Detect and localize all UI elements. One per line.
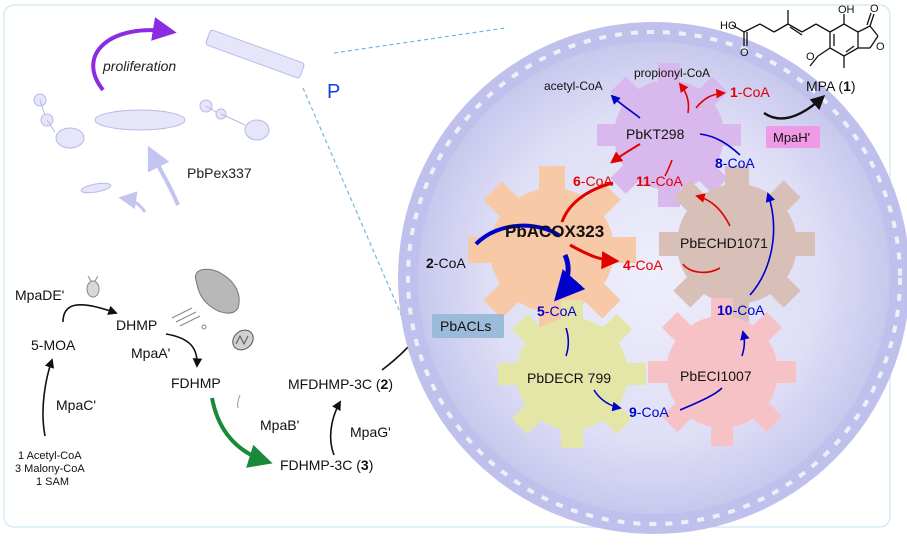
arrow-2coa-into-acox [474,223,562,246]
pbechd-label: PbECHD1071 [680,235,768,251]
mpah-label: MpaH' [773,130,810,145]
ten-coa-label: 10-CoA [717,302,765,318]
mpa-structure [731,10,879,68]
arrow-4coa-into-echd [682,263,721,274]
arrow-9coa-into-eci [679,387,723,411]
arrow-6coa-into-acox [560,181,614,223]
dhmp-label: DHMP [116,317,157,333]
propionyl-coa-label: propionyl-CoA [634,66,710,80]
golgi-icon [171,307,207,330]
five-coa-label: 5-CoA [537,303,577,319]
lavender-arrow-1 [147,145,180,206]
arrow-kt-to-1coa [695,88,726,109]
two-coa-label: 2-CoA [426,255,466,271]
eight-coa-label: 8-CoA [715,155,755,171]
proliferation-label: proliferation [102,58,176,74]
mpaa-label: MpaA' [131,345,170,361]
vacuole-icon [194,268,240,314]
fdhmp-label: FDHMP [171,375,221,391]
structure-ho: HO [720,20,737,32]
mitochondrion-icon [232,329,254,351]
structure-o-ring: O [876,41,885,53]
gear-pbeci [648,298,796,446]
mpa-label: MPA (1) [806,78,856,94]
precursor-sam: 1 SAM [36,476,69,488]
arrow-acox-to-4coa [569,243,620,270]
arrow-eci-to-10coa [740,330,750,357]
arrow-precursors-to-5moa [42,358,54,437]
zoom-line-top [333,27,506,54]
small-squiggle [237,394,241,409]
arrow-10coa-to-8coa [749,192,775,296]
structure-o-acid: O [740,47,749,59]
arrow-1coa-to-mpa [763,95,826,120]
structure-o-carbonyl: O [870,3,879,15]
arrow-echd-to-11coa [695,193,731,227]
five-moa-label: 5-MOA [31,337,76,353]
arrow-5moa-to-dhmp [62,304,118,323]
nine-coa-label: 9-CoA [629,404,669,420]
gear-pbechd [659,166,815,322]
structure-oh: OH [838,4,855,16]
eleven-coa-label: 11-CoA [636,173,683,189]
precursor-acetyl: 1 Acetyl-CoA [18,450,82,462]
elongated-peroxisome [205,29,305,79]
mpade-label: MpaDE' [15,287,64,303]
arrow-kt-to-propionylcoa [678,82,690,114]
structure-o-methoxy: O [806,51,815,63]
arrow-dhmp-to-fdhmp [165,333,203,368]
mpab-label: MpaB' [260,417,299,433]
membrane-dashes [406,30,902,526]
one-coa-label: 1-CoA [730,84,770,100]
pbkt-label: PbKT298 [626,126,685,142]
arrow-kt-to-6coa [610,143,641,164]
gear-pbdecr [498,300,646,448]
arrow-5coa-into-decr [565,327,570,357]
arrow-8coa-into-kt [699,133,741,156]
mpac-label: MpaC' [56,397,96,413]
six-coa-label: 6-CoA [573,173,613,189]
pbacls-box [432,314,504,338]
acetyl-coa-label: acetyl-CoA [544,79,603,93]
mfdhmp3c-label: MFDHMP-3C (2) [288,376,393,392]
precursor-malonyl: 3 Malony-CoA [15,463,85,475]
p-label: P [327,81,340,103]
arrow-acox-to-5coa [554,253,586,302]
lavender-arrow-2 [118,191,147,213]
pbacls-label: PbACLs [440,318,491,334]
peroxisome-division-figures [33,93,270,194]
arrow-decr-to-9coa [593,389,622,412]
mpah-box [766,126,820,148]
pbeci-label: PbECI1007 [680,368,752,384]
four-coa-label: 4-CoA [623,257,663,273]
pbdecr-label: PbDECR 799 [527,370,611,386]
arrow-fdhmp-to-fdhmp3c [210,397,273,468]
pbpex-label: PbPex337 [187,165,252,181]
proliferation-arrow [91,17,177,92]
fdhmp3c-label: FDHMP-3C (3) [280,457,373,473]
zoom-line-bottom [302,87,413,341]
arrow-kt-to-acetylcoa [610,94,641,119]
arrow-11coa-into-kt [664,159,673,177]
mpag-label: MpaG' [350,424,391,440]
er-organelle-icon [86,275,100,298]
arrow-fdhmp3c-to-mfdhmp3c [329,400,341,456]
pbacox-label: PbACOX323 [505,222,604,241]
